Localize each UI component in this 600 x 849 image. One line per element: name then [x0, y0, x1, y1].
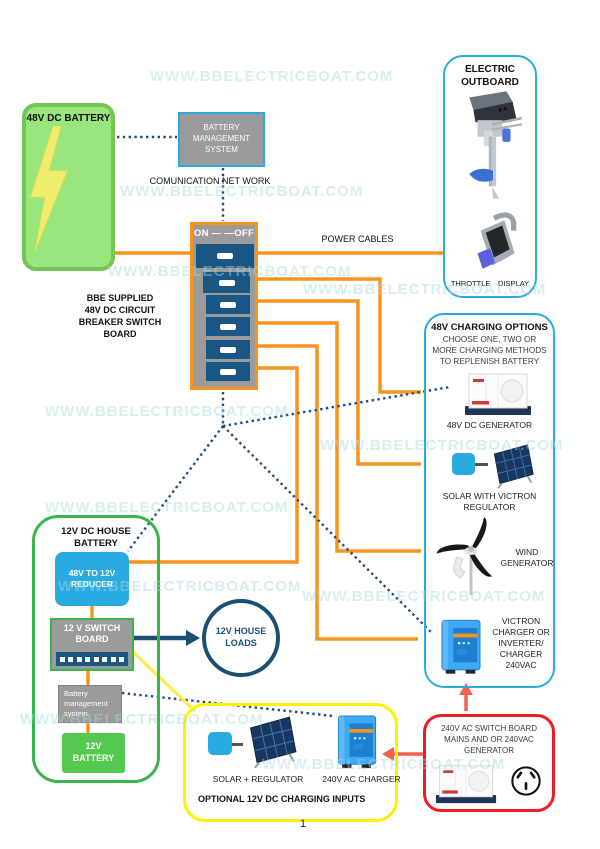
- solar-panel-icon: [493, 444, 534, 489]
- terminal-pin: [59, 656, 65, 662]
- breaker-board-caption: BBE SUPPLIED 48V DC CIRCUIT BREAKER SWIT…: [55, 292, 185, 341]
- switch-toggle: [220, 368, 236, 375]
- switch-toggle: [220, 346, 236, 353]
- house-loads-circle: 12V HOUSE LOADS: [202, 599, 280, 677]
- victron-charger-label: VICTRON CHARGER OR INVERTER/ CHARGER 240…: [492, 616, 550, 671]
- terminal-pin: [76, 656, 82, 662]
- house-battery-box: 12V DC HOUSE BATTERY: [32, 515, 160, 783]
- breaker-switch-row: [206, 317, 250, 336]
- solar-regulator-label: SOLAR + REGULATOR: [212, 774, 304, 784]
- ac-generator-icon: [435, 765, 497, 804]
- ac-switchboard-label: 240V AC SWITCH BOARD MAINS AND OR 240VAC…: [440, 724, 538, 755]
- switchboard-12v-label: 12 V SWITCH BOARD: [63, 623, 121, 645]
- caption-rest: 48V DC CIRCUIT BREAKER SWITCH BOARD: [78, 305, 162, 340]
- terminal-pin: [119, 656, 125, 662]
- electric-outboard-box: ELECTRIC OUTBOARD THROTTLE DISPLAY: [443, 55, 537, 298]
- lightning-icon: [30, 126, 69, 252]
- reducer-48v-12v-box: 48V TO 12V REDUCER: [55, 552, 129, 606]
- bms-12v-label: Battery management system: [64, 689, 108, 718]
- display-label: DISPLAY: [498, 279, 530, 288]
- ac-charger-label: 240V AC CHARGER: [322, 774, 401, 784]
- reducer-label: 48V TO 12V REDUCER: [68, 567, 116, 589]
- switch-toggle: [217, 253, 233, 259]
- optional-charging-title: OPTIONAL 12V DC CHARGING INPUTS: [198, 794, 366, 804]
- ac-switchboard-box: 240V AC SWITCH BOARD MAINS AND OR 240VAC…: [423, 714, 555, 812]
- switchboard-12v-box: 12 V SWITCH BOARD: [50, 618, 134, 671]
- breaker-switch-row: [206, 340, 250, 359]
- comm-network-label: COMUNICATION NET WORK: [149, 176, 271, 186]
- wind-generator-icon: [436, 517, 493, 595]
- terminal-pin: [85, 656, 91, 662]
- house-battery-title: 12V DC HOUSE BATTERY: [61, 526, 131, 550]
- on-off-header: ON — —OFF: [193, 228, 255, 239]
- solar-regulator-label: SOLAR WITH VICTRON REGULATOR: [442, 491, 537, 513]
- terminal-pin: [68, 656, 74, 662]
- wind-generator-label: WIND GENERATOR: [500, 547, 554, 569]
- power-cable-lines: [86, 251, 443, 735]
- regulator-icon: [208, 732, 232, 755]
- solar-panel-icon: [249, 716, 297, 769]
- optional-charging-box: SOLAR + REGULATOR 240V AC CHARGER OPTION…: [183, 703, 401, 822]
- charging-options-box: 48V CHARGING OPTIONS CHOOSE ONE, TWO OR …: [424, 313, 555, 688]
- battery-48v-label: 48V DC BATTERY: [26, 113, 111, 124]
- breaker-switch-row: [206, 362, 250, 381]
- switch-toggle: [218, 279, 235, 286]
- terminal-pin: [102, 656, 108, 662]
- regulator-icon: [452, 453, 475, 475]
- dc-generator-label: 48V DC GENERATOR: [446, 420, 533, 430]
- breaker-switch-row: [206, 295, 250, 314]
- bms-12v-box: Battery management system: [58, 685, 122, 723]
- terminal-pin: [93, 656, 99, 662]
- breaker-switch-row: [203, 272, 250, 293]
- switch-toggle: [220, 301, 236, 308]
- bms-48v-label: BATTERY MANAGEMENT SYSTEM: [192, 123, 251, 154]
- breaker-switch-board: ON — —OFF: [190, 222, 258, 390]
- loads-arrow: [134, 630, 200, 646]
- house-loads-label: 12V HOUSE LOADS: [215, 626, 267, 648]
- terminal-pin: [110, 656, 116, 662]
- throttle-label: THROTTLE: [450, 279, 491, 288]
- page-number: 1: [299, 818, 307, 830]
- throttle-icon: [477, 212, 517, 269]
- charging-subtitle: CHOOSE ONE, TWO OR MORE CHARGING METHODS…: [432, 335, 547, 367]
- regulator-wire: [475, 463, 488, 466]
- battery-12v-label: 12V BATTERY: [72, 741, 115, 763]
- battery-48v-box: 48V DC BATTERY: [22, 103, 115, 271]
- victron-charger-icon: [441, 619, 481, 674]
- dc-generator-icon: [465, 373, 531, 415]
- breaker-switch-row: [196, 244, 254, 268]
- caption-line1: BBE SUPPLIED: [86, 293, 154, 303]
- bms-48v-box: BATTERY MANAGEMENT SYSTEM: [178, 112, 265, 167]
- terminal-strip: [56, 652, 128, 666]
- communication-network-lines: [117, 135, 451, 718]
- battery-12v-box: 12V BATTERY: [62, 733, 125, 773]
- victron-charger-icon: [337, 715, 377, 769]
- power-cables-label: POWER CABLES: [321, 234, 394, 244]
- power-outlet-icon: [511, 766, 541, 796]
- outboard-title: ELECTRIC OUTBOARD: [461, 64, 519, 88]
- switch-toggle: [220, 323, 236, 330]
- outboard-motor-icon: [469, 91, 523, 199]
- charging-title: 48V CHARGING OPTIONS: [431, 322, 548, 333]
- ac-feed-arrows: [382, 683, 473, 761]
- optional-charging-line: [131, 650, 197, 713]
- regulator-wire: [232, 743, 243, 746]
- outboard-sub-labels: THROTTLE DISPLAY: [447, 279, 533, 288]
